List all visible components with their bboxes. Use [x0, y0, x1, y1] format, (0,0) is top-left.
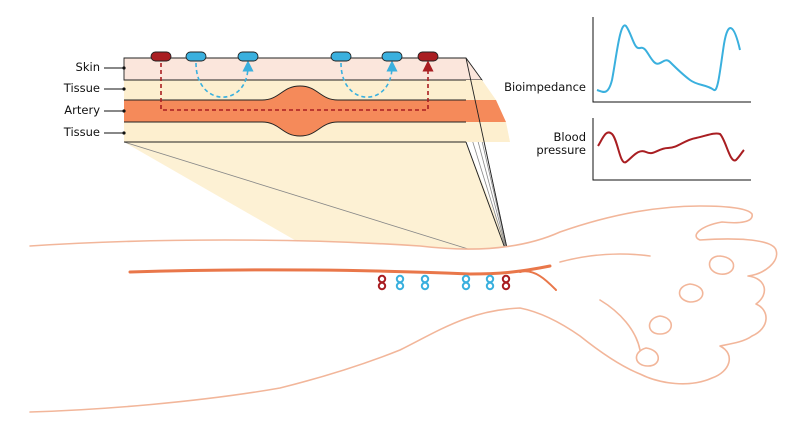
radial-artery	[128, 264, 552, 276]
electrode-icon	[381, 51, 403, 62]
electrode-icon	[150, 51, 172, 62]
palm-crease	[599, 299, 641, 351]
blood-pressure-axes	[592, 118, 751, 181]
artery-pulse-bulge	[262, 86, 338, 136]
electrode-icon	[395, 274, 405, 291]
electrode-icon	[461, 274, 471, 291]
label-pressure: pressure	[536, 143, 586, 157]
electrode-icon	[330, 51, 352, 62]
finger-joint	[635, 347, 660, 367]
electrode-icon	[417, 51, 439, 62]
tissue-cross-section	[123, 57, 511, 263]
electrode-row	[150, 51, 439, 62]
electrode-icon	[420, 274, 430, 291]
electrode-icon	[237, 51, 259, 62]
label-blood: Blood	[554, 130, 586, 144]
label-tissue-top: Tissue	[63, 81, 100, 95]
finger-joint	[678, 283, 704, 303]
blue-sense-path-left	[195, 60, 254, 98]
electrode-icon	[185, 51, 207, 62]
finger-joint	[648, 315, 673, 335]
forearm-outline	[29, 205, 778, 413]
red-current-path	[160, 60, 434, 111]
electrode-icon	[501, 274, 511, 291]
blood-pressure-waveform	[597, 131, 745, 164]
label-tissue-bottom: Tissue	[63, 125, 100, 139]
finger-joint	[708, 255, 735, 275]
label-skin: Skin	[76, 60, 100, 74]
electrode-icon	[377, 274, 387, 291]
current-paths	[160, 60, 434, 111]
layer-labels: Skin Tissue Artery Tissue	[63, 60, 126, 139]
label-bioimpedance: Bioimpedance	[504, 80, 586, 94]
electrode-icon	[485, 274, 495, 291]
wrist-electrodes	[377, 274, 511, 291]
blue-sense-path-right	[340, 60, 398, 98]
bioimpedance-waveform	[596, 24, 741, 93]
bioimpedance-axes	[592, 17, 751, 103]
tissue-bottom-layer	[124, 122, 510, 142]
signal-plots: Bioimpedance Blood pressure	[504, 17, 751, 181]
label-artery: Artery	[64, 103, 100, 117]
arm-illustration	[29, 205, 778, 413]
thumb-crease	[559, 253, 651, 263]
